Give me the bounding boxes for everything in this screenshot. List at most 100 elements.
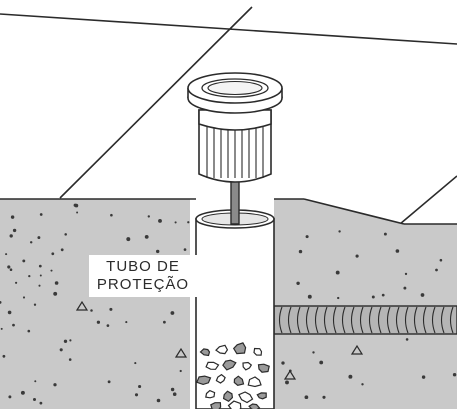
speckle (20, 390, 25, 395)
conduit-rib (332, 306, 337, 334)
speckle (319, 360, 324, 365)
gravel-fill (195, 342, 270, 409)
speckle (170, 387, 175, 392)
speckle (68, 358, 72, 361)
speckle (27, 329, 31, 333)
aggregate-triangles (75, 300, 364, 380)
gravel-stone (232, 342, 247, 355)
speckle (144, 234, 149, 239)
speckle (39, 213, 43, 216)
gravel-stone (222, 390, 234, 403)
speckle (5, 253, 8, 256)
speckle (421, 375, 426, 379)
speckle (383, 232, 387, 236)
speckle (158, 218, 162, 223)
speckle (156, 398, 161, 403)
speckle (110, 213, 113, 217)
conduit-rib (386, 306, 391, 334)
speckle (337, 296, 340, 300)
speckle (361, 383, 364, 386)
fixture-collar (198, 109, 272, 131)
speckle (404, 272, 408, 276)
aggregate-triangle (350, 344, 364, 355)
speckle (106, 324, 110, 327)
speckle (435, 268, 438, 272)
speckle (2, 354, 6, 358)
conduit-rib (368, 306, 373, 334)
conduit-rib (305, 306, 310, 334)
speckle (28, 274, 31, 278)
speckle (7, 265, 11, 269)
speckle (109, 307, 113, 311)
conduit-rib (341, 306, 346, 334)
slab-top-edge (303, 198, 405, 225)
aggregate-triangle (174, 347, 188, 358)
gravel-stone (257, 363, 270, 373)
speckle (90, 309, 93, 312)
conduit-rib (323, 306, 328, 334)
speckle (15, 281, 18, 284)
gravel-stone (210, 402, 222, 409)
speckle (138, 384, 142, 389)
aggregate-triangle (283, 369, 297, 380)
speckle (305, 235, 309, 239)
gravel-stone (215, 373, 226, 384)
speckle (74, 203, 79, 208)
conduit-rib (296, 306, 301, 334)
speckle (34, 380, 37, 383)
speckle (187, 221, 190, 224)
speckle (179, 369, 182, 373)
speckle (285, 380, 289, 385)
gravel-stone (222, 359, 237, 371)
speckle (37, 236, 41, 240)
floor-tiles (0, 6, 457, 225)
speckle (420, 293, 425, 297)
conduit-rib (377, 306, 382, 334)
conduit-rib (359, 306, 364, 334)
speckle (96, 320, 101, 324)
speckle (134, 393, 139, 397)
conduit-rib (287, 306, 292, 334)
speckle (32, 397, 37, 402)
conduit-rib (413, 306, 418, 334)
speckle (107, 380, 111, 384)
speckle (76, 211, 79, 214)
speckle (0, 301, 2, 304)
gravel-stone (227, 400, 242, 409)
label-line-2: PROTEÇÃO (96, 276, 190, 293)
speckle (50, 269, 53, 272)
speckle (53, 291, 58, 296)
gravel-stone (247, 376, 262, 388)
gravel-stone (205, 361, 220, 370)
speckle (281, 361, 285, 365)
tile-line (59, 6, 253, 199)
cable (230, 179, 240, 225)
aggregate-triangle (75, 300, 89, 311)
speckle (296, 281, 300, 286)
speckle (403, 286, 407, 290)
speckle (39, 274, 42, 277)
speckle (405, 338, 409, 341)
speckle (395, 249, 400, 253)
protection-pipe (195, 209, 275, 409)
conduit-rib (440, 306, 445, 334)
speckle (452, 372, 457, 377)
conduit-rib (350, 306, 355, 334)
speckle (22, 259, 26, 263)
speckle (134, 362, 137, 365)
speckle (38, 284, 41, 287)
tile-line (399, 175, 457, 225)
conduit-ribs (278, 306, 454, 334)
speckle (172, 392, 177, 396)
speckle (304, 395, 309, 400)
speckle (163, 320, 166, 324)
fixture-fins (206, 126, 264, 178)
speckle (312, 351, 315, 354)
speckle (29, 241, 33, 244)
speckle (9, 234, 13, 238)
speckle (39, 401, 43, 405)
conduit-rib (314, 306, 319, 334)
speckle (59, 348, 63, 352)
speckle (322, 395, 326, 399)
